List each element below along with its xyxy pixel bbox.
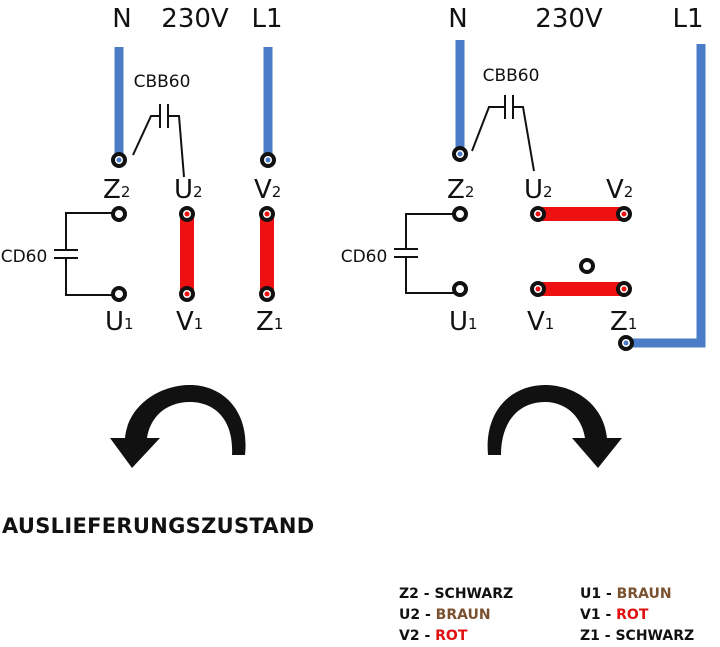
right-label-v2: V2 [606, 175, 633, 205]
right-run-capacitor [471, 95, 535, 172]
legend-item: U1 - BRAUN [580, 586, 672, 602]
right-terminal-spare [579, 258, 595, 274]
right-label-z1: Z1 [610, 307, 637, 337]
left-label-z1: Z1 [256, 307, 283, 337]
left-terminal-z2 [111, 206, 127, 222]
left-cbb60-label: CBB60 [134, 72, 191, 92]
right-label-z2: Z2 [447, 175, 474, 205]
legend-color: SCHWARZ [434, 586, 514, 602]
legend-item: Z1 - SCHWARZ [580, 628, 695, 644]
left-diagram: N 230V L1 CBB60 CD60 [1, 4, 283, 468]
legend-left: Z2 - SCHWARZ U2 - BRAUN V2 - ROT [399, 584, 513, 647]
left-rotation-arrow-icon [110, 385, 246, 468]
legend-color: BRAUN [435, 607, 491, 623]
left-run-capacitor [132, 104, 185, 178]
right-cbb60-label: CBB60 [483, 66, 540, 86]
left-label-v1: V1 [176, 307, 203, 337]
legend-item: Z2 - SCHWARZ [399, 586, 514, 602]
right-label-u1: U1 [449, 307, 478, 337]
legend-right: U1 - BRAUN V1 - ROT Z1 - SCHWARZ [580, 584, 694, 647]
right-label-u2: U2 [524, 175, 553, 205]
left-start-capacitor [54, 212, 114, 296]
right-terminal-z2 [452, 206, 468, 222]
right-l1-wire [626, 44, 706, 348]
right-diagram: N 230V L1 CBB60 CD60 [341, 4, 706, 468]
right-rotation-arrow-icon [487, 385, 622, 468]
right-n-label: N [448, 4, 467, 34]
delivery-state-caption: AUSLIEFERUNGSZUSTAND [2, 514, 315, 538]
left-cd60-label: CD60 [1, 247, 48, 267]
left-voltage-label: 230V [161, 4, 229, 34]
legend-color: ROT [616, 607, 649, 623]
left-label-u2: U2 [174, 175, 203, 205]
left-label-u1: U1 [105, 307, 134, 337]
right-label-v1: V1 [527, 307, 554, 337]
left-n-label: N [112, 4, 131, 34]
left-label-z2: Z2 [103, 175, 130, 205]
legend-item: V2 - ROT [399, 628, 468, 644]
left-l1-label: L1 [251, 4, 282, 34]
right-voltage-label: 230V [535, 4, 603, 34]
legend-item: V1 - ROT [580, 607, 649, 623]
legend-color: BRAUN [616, 586, 672, 602]
right-terminal-u1 [452, 281, 468, 297]
legend-item: U2 - BRAUN [399, 607, 491, 623]
left-label-v2: V2 [254, 175, 281, 205]
right-cd60-label: CD60 [341, 247, 388, 267]
right-start-capacitor [394, 213, 456, 294]
legend-color: ROT [435, 628, 468, 644]
right-l1-label: L1 [672, 4, 703, 34]
legend-color: SCHWARZ [615, 628, 695, 644]
left-terminal-u1 [111, 286, 127, 302]
